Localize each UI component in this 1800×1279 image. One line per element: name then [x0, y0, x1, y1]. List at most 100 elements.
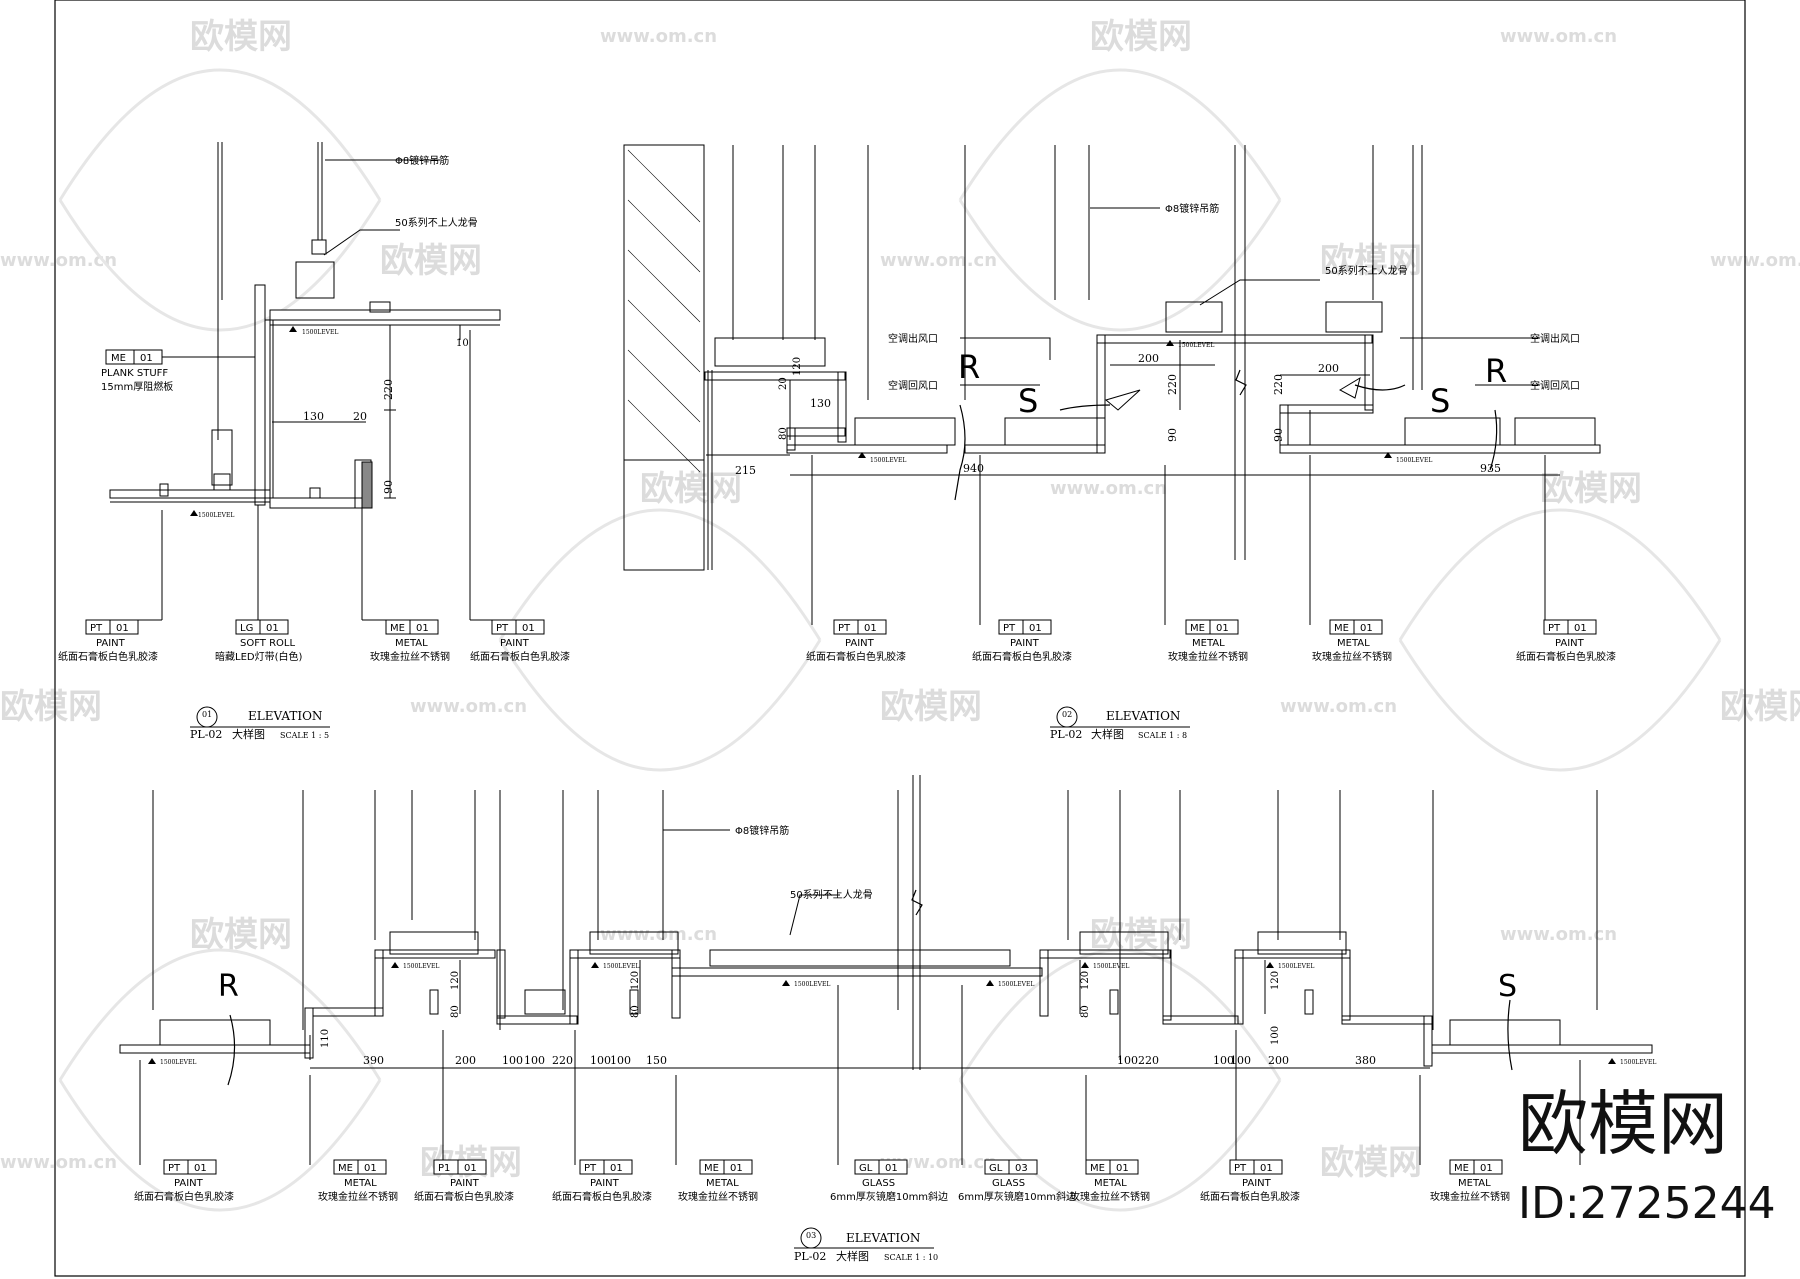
watermark-url: www.om.cn [1500, 924, 1617, 945]
svg-text:220: 220 [552, 1054, 573, 1067]
note-rod: Φ8镀锌吊筋 [1165, 202, 1219, 215]
svg-text:220: 220 [1138, 1054, 1159, 1067]
detail-01-labels: Φ8镀锌吊筋 50系列不上人龙骨 1500LEVEL 1500LEVEL 130… [58, 154, 570, 663]
svg-text:100: 100 [502, 1054, 523, 1067]
title-block-01: 01 ELEVATION PL-02 大样图 SCALE 1 : 5 [190, 706, 330, 741]
svg-text:01: 01 [1116, 1163, 1129, 1174]
svg-text:PLANK STUFF: PLANK STUFF [101, 368, 168, 379]
note-ac-out: 空调出风口 [1530, 332, 1580, 345]
svg-text:1500LEVEL: 1500LEVEL [998, 981, 1034, 988]
svg-text:120: 120 [450, 971, 461, 990]
note-keel: 50系列不上人龙骨 [1325, 264, 1408, 277]
watermark-brand: 欧模网 [1090, 915, 1192, 955]
svg-text:100: 100 [1213, 1054, 1234, 1067]
svg-text:100: 100 [1230, 1054, 1251, 1067]
svg-text:METAL: METAL [1094, 1178, 1127, 1189]
svg-text:METAL: METAL [1337, 638, 1370, 649]
svg-text:ELEVATION: ELEVATION [846, 1231, 920, 1245]
svg-text:01: 01 [194, 1163, 207, 1174]
watermark-url: www.om.cn [600, 924, 717, 945]
svg-text:01: 01 [202, 710, 212, 719]
svg-text:PT: PT [1003, 623, 1016, 634]
svg-text:80: 80 [778, 427, 789, 440]
symbol-return-air: R [218, 969, 239, 1004]
svg-text:200: 200 [1318, 362, 1339, 375]
watermark-id: ID:2725244 [1518, 1178, 1776, 1229]
svg-text:纸面石膏板白色乳胶漆: 纸面石膏板白色乳胶漆 [806, 650, 906, 663]
note-ac-in: 空调回风口 [1530, 379, 1580, 392]
svg-text:1500LEVEL: 1500LEVEL [1278, 963, 1314, 970]
watermark-brand: 欧模网 [1320, 1143, 1422, 1183]
svg-text:ME: ME [1090, 1163, 1105, 1174]
watermark-brand: 欧模网 [640, 469, 742, 509]
watermark-brand: 欧模网 [190, 915, 292, 955]
watermark-brand: 欧模网 [1090, 17, 1192, 57]
svg-text:90: 90 [1272, 428, 1285, 442]
svg-text:玫瑰金拉丝不锈钢: 玫瑰金拉丝不锈钢 [370, 650, 450, 663]
note-ac-in: 空调回风口 [888, 379, 938, 392]
svg-text:SCALE 1 : 5: SCALE 1 : 5 [280, 731, 329, 740]
svg-text:纸面石膏板白色乳胶漆: 纸面石膏板白色乳胶漆 [58, 650, 158, 663]
svg-text:1500LEVEL: 1500LEVEL [160, 1059, 196, 1066]
note-rod: Φ8镀锌吊筋 [395, 154, 449, 167]
svg-text:20: 20 [778, 377, 789, 390]
svg-text:01: 01 [416, 623, 429, 634]
svg-text:PT: PT [1548, 623, 1561, 634]
svg-text:GLASS: GLASS [992, 1178, 1025, 1189]
svg-text:80: 80 [1080, 1005, 1091, 1018]
svg-text:01: 01 [1360, 623, 1373, 634]
watermark-brand: 欧模网 [380, 241, 482, 281]
svg-text:大样图: 大样图 [1091, 727, 1124, 741]
watermark-url: www.om.cn [1500, 26, 1617, 47]
svg-text:PAINT: PAINT [845, 638, 875, 649]
svg-text:110: 110 [320, 1029, 331, 1048]
svg-text:PT: PT [1234, 1163, 1247, 1174]
svg-text:ME: ME [1190, 623, 1205, 634]
level-mark: 1500LEVEL [302, 329, 338, 336]
watermark-url: www.om.cn [0, 1152, 117, 1173]
svg-text:03: 03 [1015, 1163, 1028, 1174]
svg-text:15mm厚阻燃板: 15mm厚阻燃板 [101, 380, 173, 393]
svg-text:SOFT ROLL: SOFT ROLL [240, 638, 295, 649]
svg-text:01: 01 [864, 623, 877, 634]
svg-text:01: 01 [1216, 623, 1229, 634]
svg-text:METAL: METAL [706, 1178, 739, 1189]
svg-text:P1: P1 [438, 1163, 450, 1174]
svg-text:100: 100 [524, 1054, 545, 1067]
svg-text:01: 01 [610, 1163, 623, 1174]
note-keel: 50系列不上人龙骨 [790, 888, 873, 901]
svg-text:GLASS: GLASS [862, 1178, 895, 1189]
svg-text:935: 935 [1480, 462, 1501, 475]
svg-text:PT: PT [838, 623, 851, 634]
dim-220: 220 [382, 379, 395, 400]
svg-text:01: 01 [266, 623, 279, 634]
svg-text:01: 01 [140, 353, 153, 364]
svg-text:200: 200 [455, 1054, 476, 1067]
note-ac-out: 空调出风口 [888, 332, 938, 345]
svg-text:大样图: 大样图 [232, 727, 265, 741]
svg-text:METAL: METAL [395, 638, 428, 649]
svg-text:纸面石膏板白色乳胶漆: 纸面石膏板白色乳胶漆 [1200, 1190, 1300, 1203]
svg-text:120: 120 [792, 357, 803, 376]
svg-text:玫瑰金拉丝不锈钢: 玫瑰金拉丝不锈钢 [1070, 1190, 1150, 1203]
svg-text:大样图: 大样图 [836, 1249, 869, 1263]
svg-text:01: 01 [364, 1163, 377, 1174]
svg-text:ME: ME [704, 1163, 719, 1174]
svg-text:01: 01 [1574, 623, 1587, 634]
watermark-brand: 欧模网 [1540, 469, 1642, 509]
svg-text:玫瑰金拉丝不锈钢: 玫瑰金拉丝不锈钢 [318, 1190, 398, 1203]
detail-02-labels: Φ8镀锌吊筋 50系列不上人龙骨 空调出风口 空调回风口 空调出风口 空调回风口… [735, 202, 1616, 663]
svg-text:PT: PT [90, 623, 103, 634]
svg-text:6mm厚灰镜磨10mm斜边: 6mm厚灰镜磨10mm斜边 [958, 1190, 1076, 1203]
svg-text:ME: ME [338, 1163, 353, 1174]
detail-02 [623, 144, 1601, 625]
svg-text:SCALE 1 : 8: SCALE 1 : 8 [1138, 731, 1187, 740]
svg-text:1500LEVEL: 1500LEVEL [403, 963, 439, 970]
svg-text:1500LEVEL: 1500LEVEL [870, 457, 906, 464]
